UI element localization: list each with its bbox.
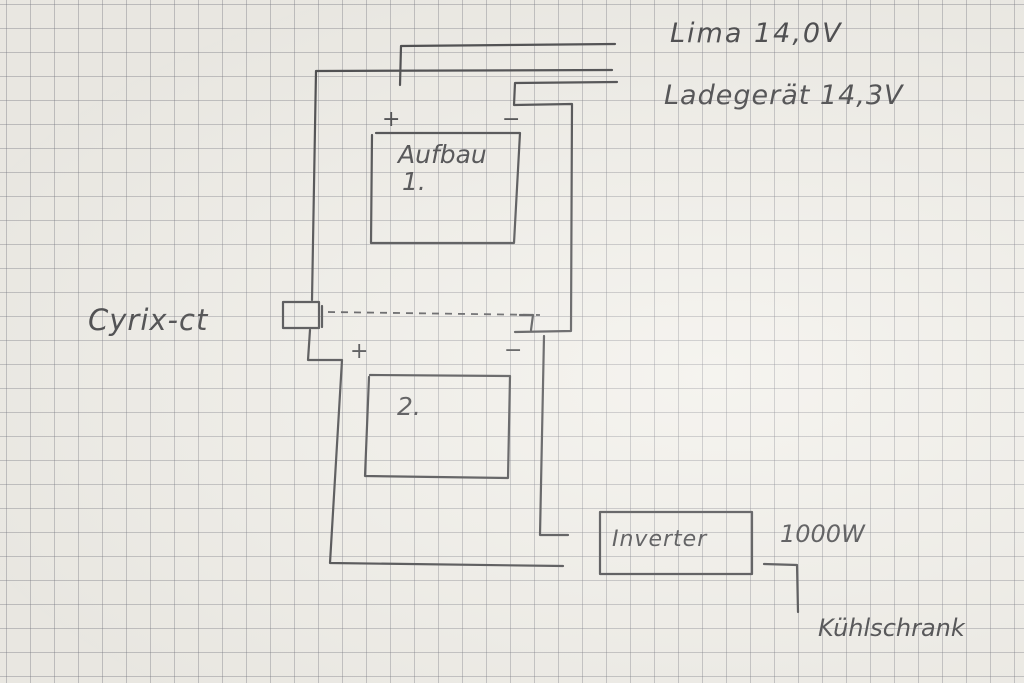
battery-1-plus-sign: +: [382, 107, 400, 132]
inverter-box: [598, 510, 754, 576]
fridge-label: Kühlschrank: [818, 614, 966, 642]
lima-wire: [398, 42, 617, 87]
battery-2-number: 2.: [397, 392, 421, 421]
inverter-power-label: 1000W: [780, 520, 866, 548]
lima-label: Lima 14,0V: [670, 18, 843, 49]
cyrix-dashed-line: [327, 311, 541, 316]
cyrix-relay: [281, 300, 321, 330]
battery-1-box: [369, 131, 522, 245]
plus-rail-wire: [310, 68, 614, 302]
battery-2-plus-sign: +: [350, 339, 368, 364]
aufbau-label: Aufbau: [396, 140, 487, 169]
charger-minus-wire: [512, 80, 619, 334]
battery-2-minus-sign: −: [504, 338, 522, 363]
battery-1-minus-sign: −: [502, 107, 520, 132]
cyrix-label: Cyrix-ct: [88, 303, 209, 337]
battery-1-number: 1.: [402, 167, 426, 196]
battery-2-plus-wire: [306, 328, 565, 568]
cyrix-contact-right: [518, 313, 535, 332]
fridge-wire: [762, 562, 800, 614]
ladegeraet-label: Ladegerät 14,3V: [664, 80, 905, 111]
battery-2-minus-wire: [538, 334, 570, 537]
battery-2-box: [363, 373, 512, 480]
inverter-label: Inverter: [612, 527, 708, 552]
